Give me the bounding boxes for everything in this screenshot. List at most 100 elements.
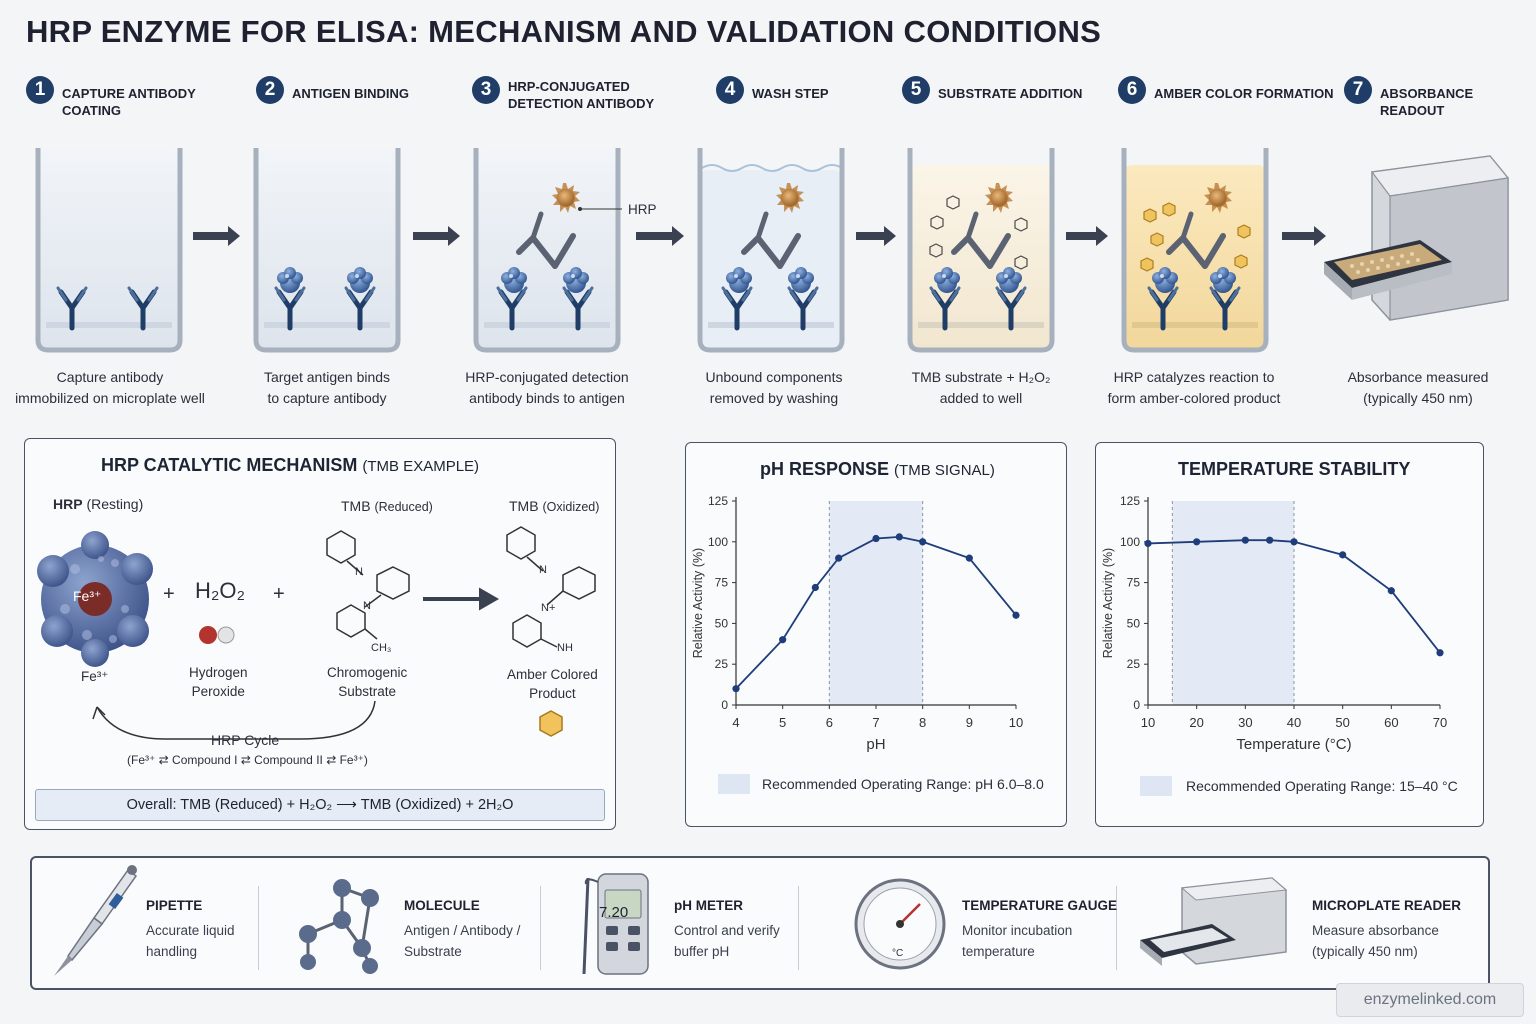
x-tick-label: 10 <box>1141 715 1155 730</box>
y-tick-label: 100 <box>1120 535 1140 549</box>
tmb-reduced-label: TMB (Reduced) <box>341 498 433 514</box>
tmb-ox-nplus-label: N+ <box>541 602 556 614</box>
tmb-ox-n-label: N <box>539 564 547 576</box>
y-tick-label: 50 <box>715 616 729 630</box>
well-3 <box>473 148 622 353</box>
data-point <box>872 534 880 543</box>
tmb-oxidized-structure <box>506 526 596 648</box>
recommended-range-band <box>829 501 923 705</box>
y-tick-label: 0 <box>721 698 728 712</box>
x-tick-label: 6 <box>826 715 833 730</box>
tmb-n-label-2: N <box>363 600 371 612</box>
data-point <box>1193 538 1201 546</box>
h2o2-label: H₂O₂ <box>195 578 246 603</box>
ph-display-value: 7.20 <box>599 904 629 921</box>
data-point <box>1436 649 1444 657</box>
data-point <box>732 685 740 693</box>
y-tick-label: 125 <box>708 494 728 508</box>
ph-legend-label: Recommended Operating Range: pH 6.0–8.0 <box>762 776 1044 792</box>
step-title: WASH STEP <box>752 86 829 101</box>
step-title: ANTIGEN BINDING <box>292 86 409 101</box>
data-point <box>895 533 903 541</box>
tool-desc-microplate-reader: Measure absorbance(typically 450 nm) <box>1312 923 1439 959</box>
hrp-cycle-label: HRP Cycle <box>211 732 280 748</box>
y-tick-label: 25 <box>715 657 729 671</box>
step-number: 5 <box>902 76 930 104</box>
microplate-reader-icon <box>1140 877 1288 966</box>
tmb-n-label: N <box>355 566 363 578</box>
data-point <box>919 538 927 546</box>
page-title: HRP ENZYME FOR ELISA: MECHANISM AND VALI… <box>26 14 1102 49</box>
nh-label: NH <box>557 642 573 654</box>
x-tick-label: 40 <box>1287 715 1301 730</box>
y-tick-label: 75 <box>715 576 729 590</box>
fe-label: Fe³⁺ <box>81 669 109 684</box>
y-tick-label: 50 <box>1127 616 1141 630</box>
hrp-pointer-label: HRP <box>628 202 657 217</box>
step-title: CAPTURE ANTIBODY <box>62 86 196 101</box>
step-title: AMBER COLOR FORMATION <box>1154 86 1334 101</box>
y-axis-label: Relative Activity (%) <box>1101 548 1115 658</box>
pipette-icon <box>54 865 138 976</box>
x-tick-label: 9 <box>966 715 973 730</box>
tool-name-pipette: PIPETTE <box>146 898 203 913</box>
y-axis-label: Relative Activity (%) <box>691 548 705 658</box>
data-point <box>1339 551 1347 559</box>
data-point <box>779 636 787 644</box>
y-tick-label: 100 <box>708 535 728 549</box>
well-4 <box>697 148 845 353</box>
step-6-header: 6 AMBER COLOR FORMATION <box>1118 76 1334 104</box>
ch3-label: CH₃ <box>371 642 392 654</box>
y-tick-label: 25 <box>1127 657 1141 671</box>
recommended-range-band <box>1172 501 1294 705</box>
data-point <box>835 554 843 562</box>
step-title-line2: COATING <box>62 103 121 118</box>
tool-name-ph-meter: pH METER <box>674 898 743 913</box>
data-point <box>1144 539 1152 548</box>
x-tick-label: 60 <box>1384 715 1398 730</box>
tool-name-molecule: MOLECULE <box>404 898 480 913</box>
overall-reaction: Overall: TMB (Reduced) + H₂O₂ ⟶ TMB (Oxi… <box>35 789 605 821</box>
step-number: 2 <box>256 76 284 104</box>
legend-swatch <box>718 774 750 794</box>
well-1 <box>35 148 183 353</box>
watermark: enzymelinked.com <box>1336 983 1524 1017</box>
step-number: 1 <box>26 76 54 104</box>
mechanism-panel: HRP CATALYTIC MECHANISM (TMB EXAMPLE) HR… <box>24 438 616 830</box>
data-point <box>1290 538 1298 546</box>
x-tick-label: 70 <box>1433 715 1447 730</box>
hrp-resting-label: HRP (Resting) <box>53 496 144 512</box>
step-number: 6 <box>1118 76 1146 104</box>
ph-meter-icon <box>582 873 649 975</box>
x-tick-label: 5 <box>779 715 786 730</box>
data-point <box>811 583 819 592</box>
y-tick-label: 0 <box>1133 698 1140 712</box>
step-title-line2: DETECTION ANTIBODY <box>508 96 655 111</box>
step-7-caption: Absorbance measured(typically 450 nm) <box>1347 369 1489 406</box>
tmb-oxidized-label: TMB (Oxidized) <box>509 498 600 514</box>
data-point <box>1012 611 1020 619</box>
molecule-icon <box>299 879 379 974</box>
step-4-header: 4 WASH STEP <box>716 76 829 104</box>
tool-desc-molecule: Antigen / Antibody /Substrate <box>404 923 521 959</box>
hrp-cycle-detail: (Fe³⁺ ⇄ Compound I ⇄ Compound II ⇄ Fe³⁺) <box>127 753 368 767</box>
data-point <box>1266 536 1274 544</box>
step-title: HRP-CONJUGATED <box>508 79 630 94</box>
step-2-header: 2 ANTIGEN BINDING <box>256 76 409 104</box>
step-7-header: 7 ABSORBANCE READOUT <box>1344 76 1536 119</box>
x-tick-label: 8 <box>919 715 926 730</box>
legend-swatch <box>1140 776 1172 796</box>
